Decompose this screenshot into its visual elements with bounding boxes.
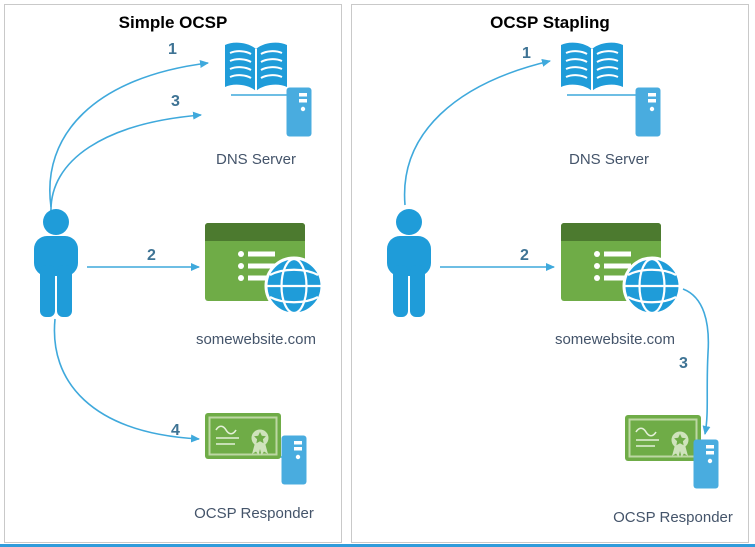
panel-title: Simple OCSP — [118, 13, 228, 32]
server-icon — [635, 87, 661, 137]
arrow-step-1 — [49, 60, 209, 208]
step-number-2: 2 — [147, 247, 156, 264]
ocsp-responder-label: OCSP Responder — [613, 509, 733, 526]
step-number-1: 1 — [168, 41, 177, 58]
user-icon — [27, 209, 85, 317]
directory-book-icon — [557, 39, 627, 103]
ocsp-responder-label: OCSP Responder — [194, 505, 314, 522]
certificate-icon — [625, 415, 701, 461]
panel-title: OCSP Stapling — [490, 13, 610, 32]
step-number-4: 4 — [171, 422, 180, 439]
arrow-step-4 — [53, 318, 200, 443]
user-icon — [380, 209, 438, 317]
website-label: somewebsite.com — [554, 331, 676, 348]
server-icon — [281, 435, 307, 485]
website-label: somewebsite.com — [195, 331, 317, 348]
dns-server-label: DNS Server — [568, 151, 650, 168]
step-number-2: 2 — [520, 247, 529, 264]
certificate-icon — [205, 413, 281, 459]
bottom-edge-line — [0, 544, 755, 547]
arrow-step-3 — [50, 111, 202, 214]
globe-icon — [621, 255, 683, 317]
dns-server-label: DNS Server — [215, 151, 297, 168]
globe-icon — [263, 255, 325, 317]
arrow-step-1 — [403, 58, 551, 206]
server-icon — [693, 439, 719, 489]
step-number-1: 1 — [522, 45, 531, 62]
arrow-step-3 — [682, 288, 711, 435]
step-number-3: 3 — [171, 93, 180, 110]
server-icon — [286, 87, 312, 137]
step-number-3: 3 — [679, 355, 688, 372]
panel-simple-ocsp: Simple OCSP 1 3 2 4 — [4, 4, 342, 543]
panel-ocsp-stapling: OCSP Stapling 1 2 3 — [351, 4, 749, 543]
directory-book-icon — [221, 39, 291, 103]
